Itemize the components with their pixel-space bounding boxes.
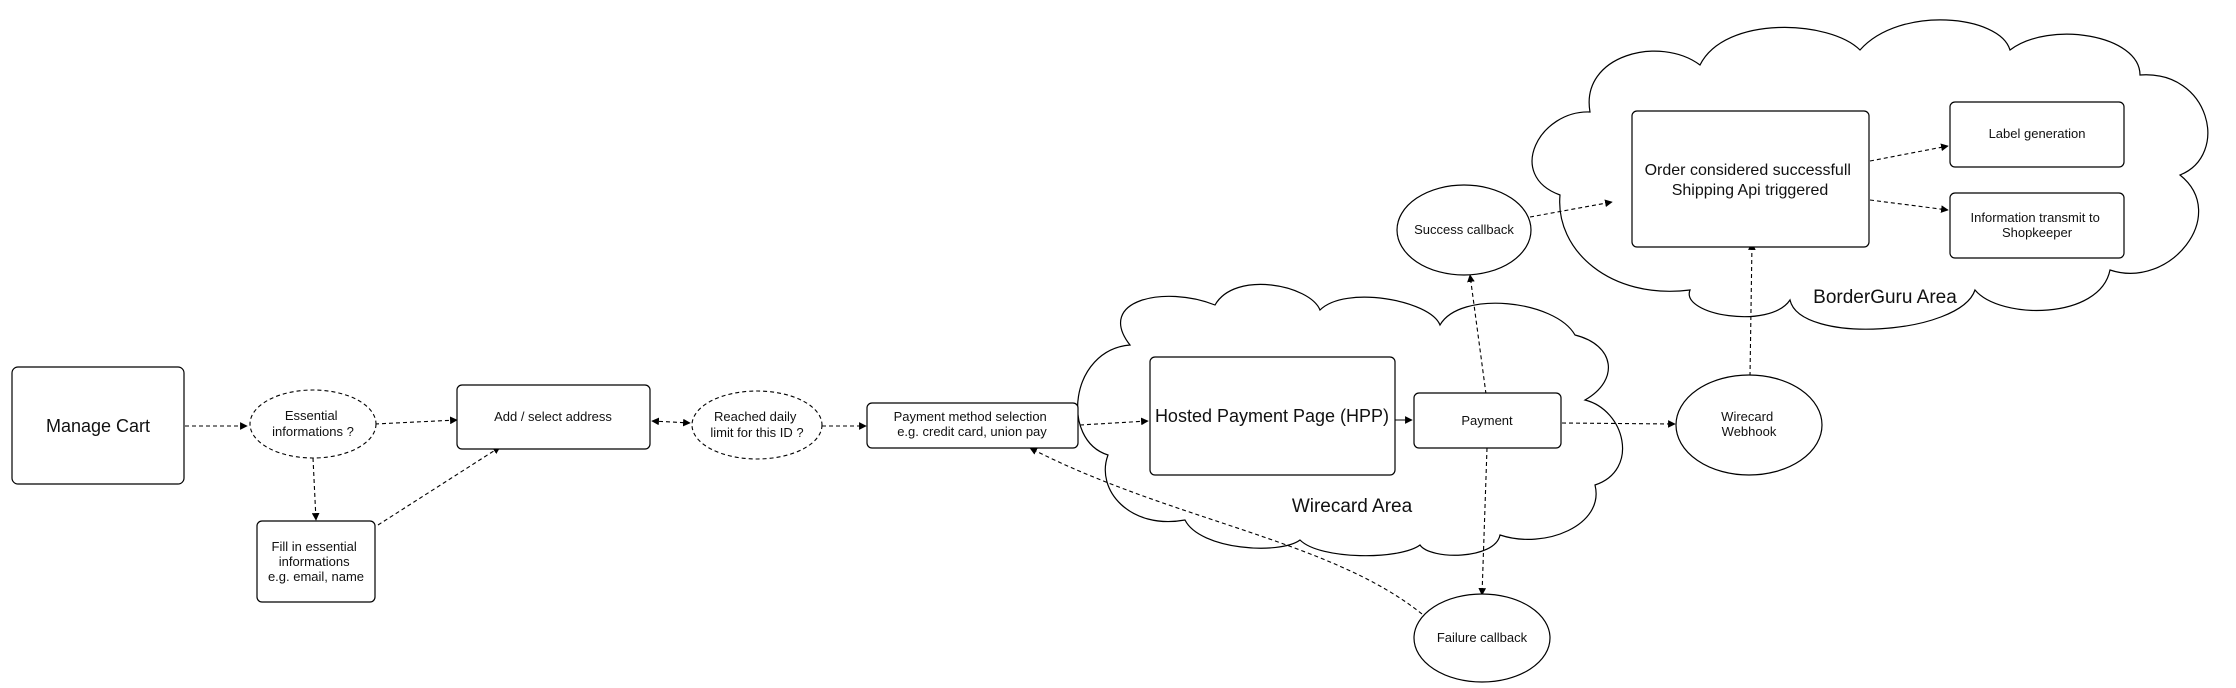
- edge-payment-to-failure: [1478, 447, 1488, 596]
- svg-text:Information transmit to: Information transmit to Shopkeeper: [1971, 210, 2104, 240]
- node-manage-cart: Manage Cart: [11, 366, 185, 485]
- fillin-line-2: informations: [279, 554, 350, 569]
- success-label: Success callback: [1414, 222, 1514, 237]
- order-line-2: Shipping Api triggered: [1672, 182, 1829, 199]
- svg-text:Failure callback: Failure callback: [1437, 630, 1528, 645]
- node-failure-callback: Failure callback: [1413, 593, 1551, 683]
- node-essential-informations: Essential informations ?: [249, 389, 377, 459]
- node-add-select-address: Add / select address: [456, 384, 651, 450]
- payment-label: Payment: [1461, 413, 1513, 428]
- edge-failure-to-paymentmethod: [1029, 447, 1423, 615]
- webhook-line-2: Webhook: [1722, 424, 1777, 439]
- node-order-considered-successful: Order considered successfull Shipping Ap…: [1631, 110, 1870, 248]
- info-line-1: Information transmit to: [1971, 210, 2100, 225]
- fillin-line-3: e.g. email, name: [268, 569, 364, 584]
- edge-address-daily-bidirectional: [651, 417, 691, 427]
- node-payment: Payment: [1413, 392, 1562, 449]
- paymethod-line-2: e.g. credit card, union pay: [897, 424, 1047, 439]
- info-line-2: Shopkeeper: [2002, 225, 2073, 240]
- fillin-line-1: Fill in essential: [272, 539, 357, 554]
- edge-essential-to-fillin: [311, 457, 320, 521]
- daily-line-2: limit for this ID ?: [710, 425, 803, 440]
- failure-label: Failure callback: [1437, 630, 1528, 645]
- svg-text:Success callback: Success callback: [1414, 222, 1514, 237]
- webhook-line-1: Wirecard: [1721, 409, 1773, 424]
- node-payment-method-selection: Payment method selection e.g. credit car…: [866, 402, 1079, 449]
- svg-text:Reached daily limit for: Reached daily limit for this ID ?: [710, 409, 803, 440]
- edge-paymentmethod-to-hpp: [1079, 417, 1149, 426]
- edge-order-to-info: [1869, 199, 1949, 213]
- edge-order-to-label: [1869, 143, 1949, 162]
- svg-text:Wirecard Webhook: Wirecard Webhook: [1721, 409, 1777, 439]
- node-information-transmit: Information transmit to Shopkeeper: [1949, 192, 2125, 259]
- svg-text:Label generation: Label generation: [1989, 126, 2086, 141]
- essential-line-1: Essential: [285, 408, 338, 423]
- edge-essential-to-address: [374, 416, 458, 425]
- essential-line-2: informations ?: [272, 424, 354, 439]
- address-label: Add / select address: [494, 409, 612, 424]
- node-label-generation: Label generation: [1949, 101, 2125, 168]
- svg-text:Manage Cart: Manage Cart: [46, 416, 150, 436]
- svg-text:Payment: Payment: [1461, 413, 1513, 428]
- node-wirecard-webhook: Wirecard Webhook: [1675, 374, 1823, 476]
- edge-payment-to-success: [1467, 274, 1487, 395]
- daily-line-1: Reached daily: [714, 409, 797, 424]
- svg-text:Add / select address: Add / select address: [494, 409, 612, 424]
- hpp-label: Hosted Payment Page (HPP): [1155, 406, 1389, 426]
- edges: [185, 143, 1949, 615]
- edge-webhook-to-order: [1748, 242, 1756, 377]
- node-success-callback: Success callback: [1396, 184, 1532, 276]
- svg-text:Fill in essential inform: Fill in essential informations e.g. emai…: [268, 539, 364, 584]
- node-fill-in-essential: Fill in essential informations e.g. emai…: [256, 520, 376, 603]
- edge-payment-to-webhook: [1561, 420, 1676, 428]
- order-line-1: Order considered successfull: [1645, 162, 1851, 179]
- label-gen-label: Label generation: [1989, 126, 2086, 141]
- manage-cart-label: Manage Cart: [46, 416, 150, 436]
- svg-text:Hosted Payment Page (HPP): Hosted Payment Page (HPP): [1155, 406, 1389, 426]
- node-reached-daily-limit: Reached daily limit for this ID ?: [691, 390, 823, 460]
- svg-text:Order considered successfull: Order considered successfull Shipping Ap…: [1645, 162, 1856, 199]
- wirecard-area-label: Wirecard Area: [1292, 496, 1413, 517]
- borderguru-area-label: BorderGuru Area: [1813, 287, 1957, 308]
- svg-text:Payment method selection: Payment method selection e.g. credit car…: [894, 409, 1051, 439]
- svg-text:Essential informations ?: Essential informations ?: [272, 408, 354, 439]
- edge-fillin-to-address: [377, 446, 501, 526]
- node-hosted-payment-page: Hosted Payment Page (HPP): [1149, 356, 1396, 476]
- paymethod-line-1: Payment method selection: [894, 409, 1047, 424]
